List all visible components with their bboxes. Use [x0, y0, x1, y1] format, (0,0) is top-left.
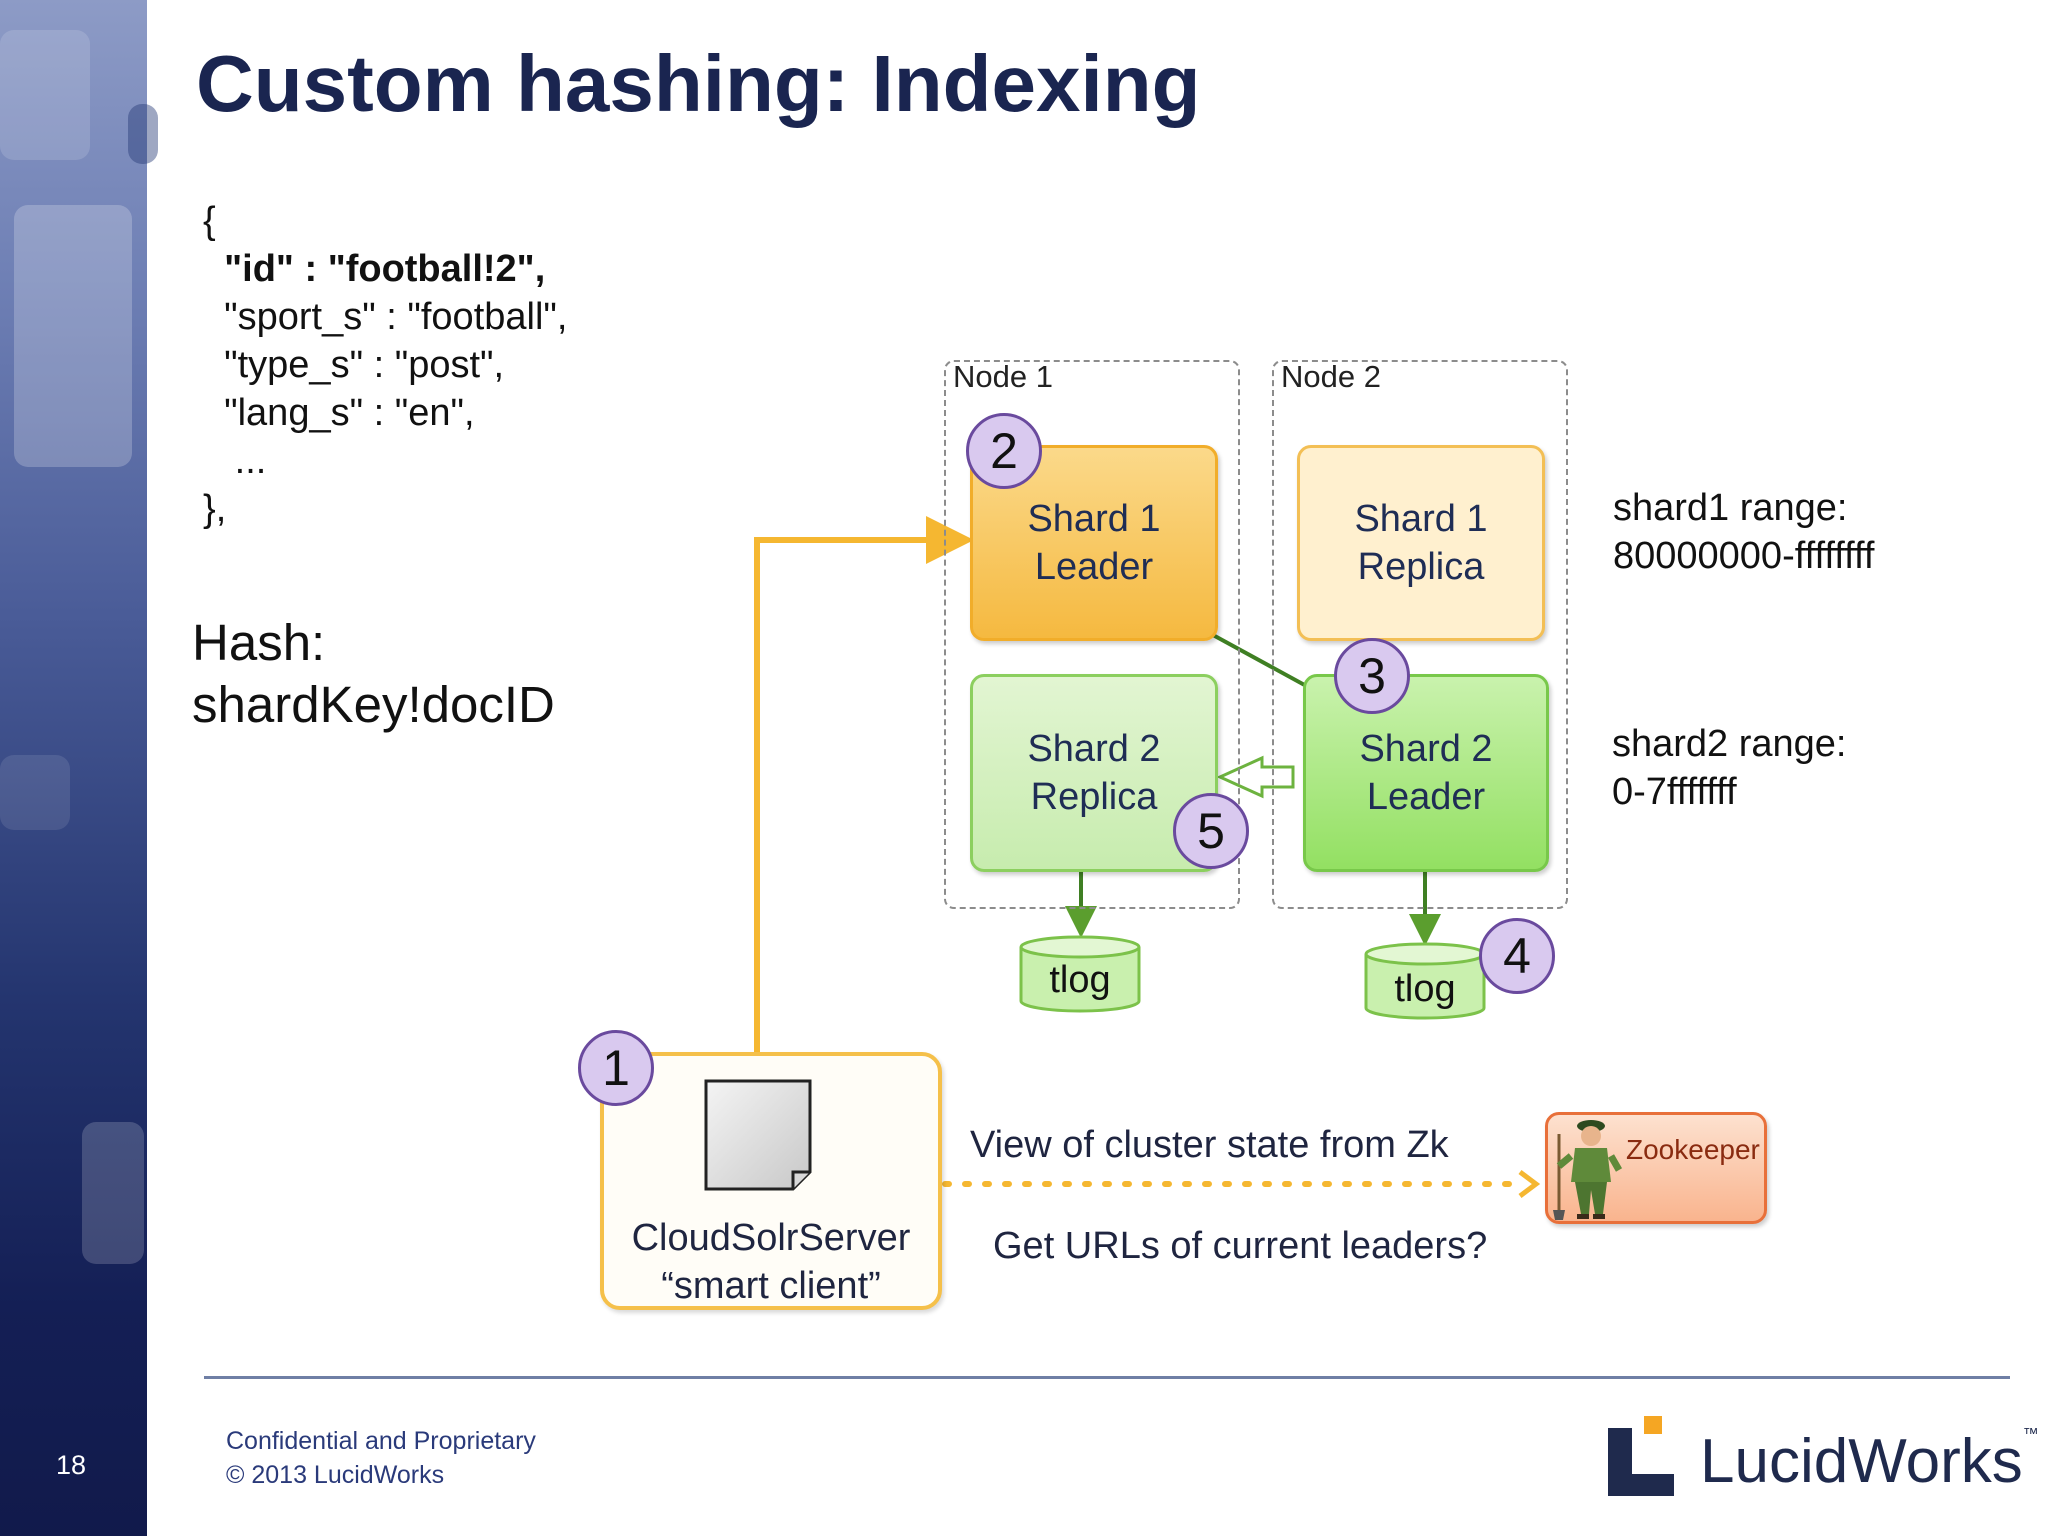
decor-square: [0, 30, 90, 160]
decor-square: [82, 1122, 144, 1264]
footer-confidential: Confidential and Proprietary: [226, 1427, 536, 1455]
hash-text: Hash: shardKey!docID: [192, 612, 555, 736]
hash-value: shardKey!docID: [192, 676, 555, 733]
tlog-cylinder-left-shape: [1019, 935, 1141, 1013]
code-line: },: [203, 488, 227, 530]
document-icon: [704, 1079, 812, 1191]
slide-title: Custom hashing: Indexing: [196, 39, 1201, 128]
step-badge-1: 1: [578, 1030, 654, 1106]
code-line-id: "id" : "football!2",: [203, 248, 546, 290]
tlog-cylinder-right-shape: [1364, 942, 1486, 1020]
decor-square: [128, 104, 158, 164]
shard2-leader: Shard 2 Leader: [1303, 674, 1549, 872]
zookeeper-arrowhead: [1518, 1170, 1541, 1198]
shard2-leader-line1: Shard 2: [1359, 728, 1493, 770]
document-snippet: { "id" : "football!2", "sport_s" : "foot…: [203, 197, 567, 533]
node-1-label: Node 1: [953, 359, 1053, 394]
client-line1: CloudSolrServer: [631, 1217, 911, 1259]
footer-divider: [204, 1376, 2010, 1379]
shard2-range-value: 0-7fffffff: [1612, 771, 1737, 813]
node-2-container: [1272, 360, 1568, 909]
step-badge-5: 5: [1173, 793, 1249, 869]
sidebar-band: 18: [0, 0, 158, 1536]
replicate-arrow: [1216, 755, 1295, 799]
code-line: "type_s" : "post",: [203, 344, 505, 386]
shard1-replica-line2: Replica: [1357, 546, 1485, 588]
shard1-leader-line1: Shard 1: [1027, 498, 1161, 540]
node-1-container: [944, 360, 1240, 909]
logo-trademark: ™: [2022, 1426, 2039, 1443]
footer-copyright: © 2013 LucidWorks: [226, 1461, 445, 1489]
node-2-label: Node 2: [1281, 359, 1381, 394]
leader-urls-caption: Get URLs of current leaders?: [993, 1225, 1488, 1267]
shard1-range-label: shard1 range:: [1613, 487, 1848, 529]
zookeeper-keeper-icon: [1553, 1120, 1623, 1220]
hash-label: Hash:: [192, 614, 326, 671]
code-line: "sport_s" : "football",: [203, 296, 568, 338]
tlog-left: tlog: [1049, 958, 1111, 1001]
shard2-leader-line2: Leader: [1366, 776, 1486, 818]
slide-number: 18: [56, 1450, 87, 1480]
decor-square: [14, 205, 132, 467]
code-line: {: [203, 200, 216, 242]
client-to-leader-arrow: [754, 516, 974, 1090]
step-badge-4: 4: [1479, 918, 1555, 994]
shard2-range: shard2 range: 0-7fffffff: [1612, 720, 1847, 816]
step-badge-3: 3: [1334, 638, 1410, 714]
logo-wordmark: LucidWorks: [1700, 1427, 2023, 1496]
shard1-replica-line1: Shard 1: [1354, 498, 1488, 540]
footer-text: Confidential and Proprietary © 2013 Luci…: [226, 1424, 536, 1492]
zookeeper-label: Zookeeper: [1626, 1134, 1760, 1165]
smart-client-label: CloudSolrServer “smart client”: [600, 1214, 942, 1310]
shard2-replica-line1: Shard 2: [1027, 728, 1161, 770]
shard2-range-label: shard2 range:: [1612, 723, 1847, 765]
lucidworks-logo-text: LucidWorks™: [1700, 1426, 2039, 1497]
shard1-leader-line2: Leader: [1034, 546, 1154, 588]
code-line: "lang_s" : "en",: [203, 392, 475, 434]
decor-square: [0, 755, 70, 830]
shard1-replica: Shard 1 Replica: [1297, 445, 1545, 641]
step-badge-2: 2: [966, 413, 1042, 489]
code-line: ...: [203, 440, 267, 482]
lucidworks-logo-icon: [1608, 1416, 1674, 1496]
cluster-state-caption: View of cluster state from Zk: [970, 1124, 1449, 1166]
shard1-range: shard1 range: 80000000-ffffffff: [1613, 484, 1874, 580]
client-line2: “smart client”: [661, 1265, 881, 1307]
tlog-right: tlog: [1394, 967, 1456, 1010]
shard2-replica-line2: Replica: [1030, 776, 1158, 818]
shard1-range-value: 80000000-ffffffff: [1613, 535, 1875, 577]
